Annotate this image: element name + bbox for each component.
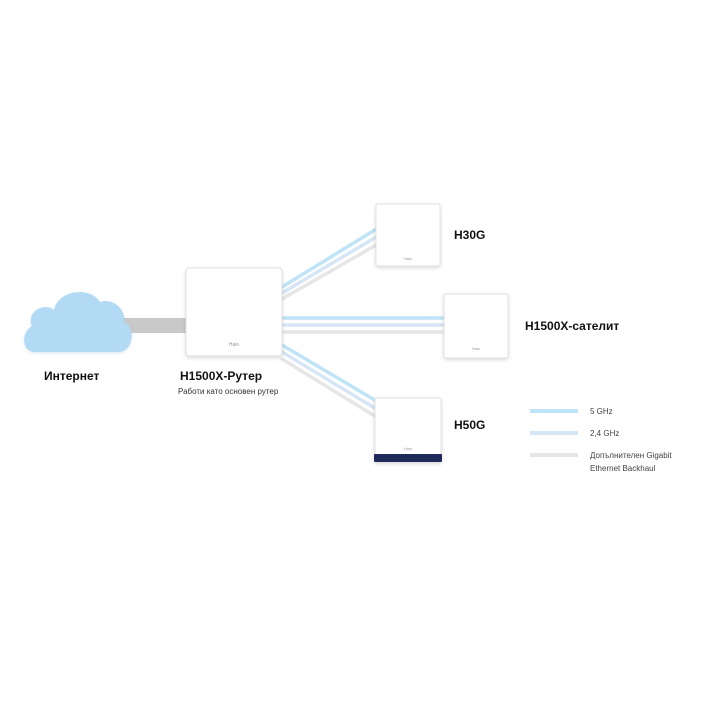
link-router-h30g	[280, 226, 380, 301]
satellite-logo: Halo	[472, 346, 481, 351]
router-logo: Halo	[229, 342, 240, 348]
router-device: Halo	[185, 267, 283, 357]
legend-label-24ghz: 2,4 GHz	[590, 429, 620, 438]
h50g-label: H50G	[454, 418, 486, 432]
link-router-h50g	[280, 343, 380, 420]
h50g-logo: Halo	[404, 446, 413, 451]
legend-label-5ghz: 5 GHz	[590, 407, 613, 416]
h30g-label: H30G	[454, 228, 486, 242]
wan-cable	[122, 318, 194, 333]
satellite-label: H1500X-сателит	[525, 319, 620, 333]
router-sublabel: Работи като основен рутер	[178, 387, 279, 396]
link-router-satellite	[282, 316, 446, 334]
legend-label-ethernet-line1: Допълнителен Gigabit	[590, 451, 672, 460]
cloud-icon	[24, 292, 132, 352]
satellite-device: Halo	[443, 293, 509, 359]
h50g-device: Halo	[374, 397, 442, 463]
internet-label: Интернет	[44, 369, 100, 383]
legend-label-ethernet-line2: Ethernet Backhaul	[590, 464, 656, 473]
h50g-base	[374, 454, 442, 462]
router-label: H1500X-Рутер	[180, 369, 263, 383]
h30g-logo: Halo	[404, 256, 413, 261]
h30g-device: Halo	[375, 203, 441, 267]
